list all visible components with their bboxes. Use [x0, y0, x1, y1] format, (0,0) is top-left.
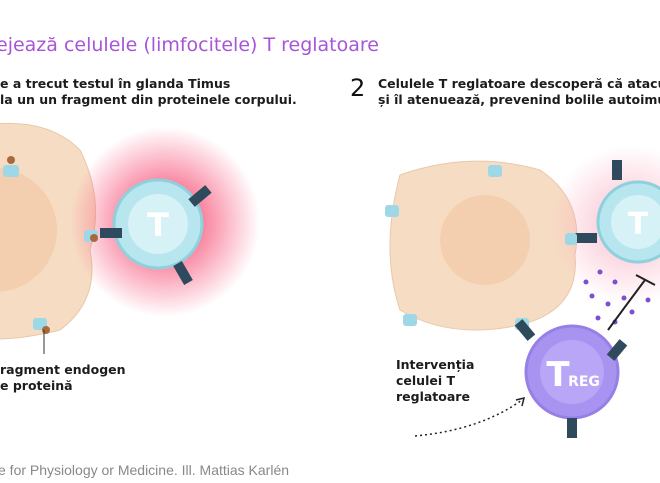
- treg-subscript: REG: [568, 374, 600, 390]
- treg-receptors: [514, 319, 628, 438]
- t-cell-2-core: [611, 195, 660, 249]
- panel2-caption-line1: Celulele T reglatoare descoperă că atacu: [378, 76, 660, 91]
- intervention-label-line3: reglatoare: [396, 389, 470, 404]
- nucleus: [0, 168, 57, 292]
- nucleus-2: [440, 195, 530, 285]
- t-cell-core: [128, 194, 188, 254]
- t-cell-2-letter: T: [628, 207, 649, 242]
- dotted-arrow-head: [515, 396, 526, 407]
- treg-letter: T: [546, 355, 570, 395]
- credit-footer: e for Physiology or Medicine. Ill. Matti…: [0, 462, 290, 478]
- dotted-arrow: [414, 399, 523, 437]
- panel1-caption-line1: e a trecut testul în glanda Timus: [0, 76, 231, 91]
- panel2-number: 2: [350, 74, 366, 102]
- receptors-2: [575, 160, 622, 243]
- page-title: ejează celulele (limfocitele) T reglatoa…: [0, 34, 379, 56]
- intervention-label-line2: celulei T: [396, 373, 455, 388]
- fragment-label-line2: e proteină: [0, 378, 73, 393]
- treg-cell-core: [540, 340, 604, 404]
- inhibition-arrow: [607, 279, 646, 331]
- panel1-caption-line2: la un un fragment din proteinele corpulu…: [0, 92, 297, 107]
- signal-dots: [583, 269, 651, 325]
- inhibition-bar: [635, 274, 656, 286]
- intervention-label-line1: Intervenția: [396, 357, 475, 372]
- fragment-label-line1: ragment endogen: [0, 362, 126, 377]
- panel2-caption-line2: și îl atenuează, prevenind bolile autoim…: [378, 92, 660, 107]
- receptors: [100, 185, 212, 286]
- t-cell-letter: T: [147, 206, 169, 244]
